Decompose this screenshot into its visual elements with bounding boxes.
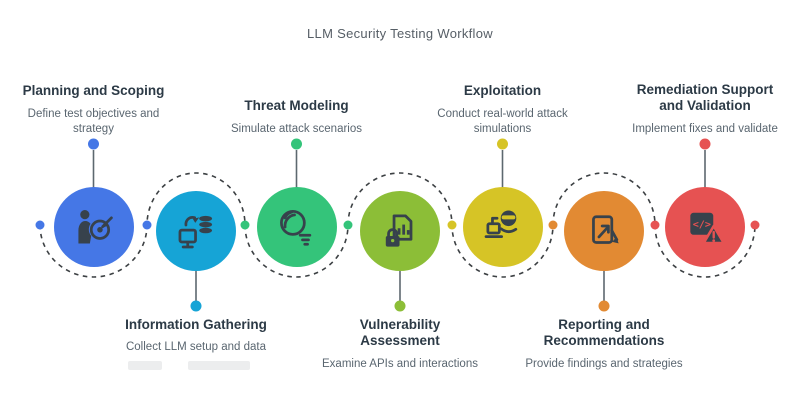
step-circle: </> [665,187,745,267]
step-description: Define test objectives and strategy [27,107,160,135]
person-target-icon [77,210,113,244]
step-description: Provide findings and strategies [525,357,683,370]
code-warning-icon: </> [690,212,726,245]
hacker-laptop-icon [484,210,517,238]
step-circle [256,187,337,267]
diagram-title: LLM Security Testing Workflow [307,26,493,41]
faint-watermark [128,361,250,371]
step-title: Threat Modeling [244,98,349,114]
step-circle [156,191,236,271]
step-title: Reporting and Recommendations [543,317,665,349]
monitor-database-sync-icon [178,215,213,249]
step-title: Remediation Support and Validation [636,81,774,114]
step-label-block: Remediation Support and Validation Imple… [617,82,793,137]
svg-text:</>: </> [693,219,711,230]
step-label-block: Threat Modeling Simulate attack scenario… [209,98,385,137]
step-description: Simulate attack scenarios [230,122,363,135]
step-circle [53,187,134,267]
step-description: Conduct real-world attack simulations [437,107,568,135]
step-circle [564,191,644,271]
step-description: Collect LLM setup and data [125,341,266,354]
step-circle [462,187,543,267]
step-circle [360,191,440,271]
document-lock-chart-icon [385,214,413,247]
step-label-block: Exploitation Conduct real-world attack s… [415,83,591,137]
step-description: Implement fixes and validate [632,122,778,135]
step-title: Exploitation [463,83,542,99]
step-label-block: Reporting and Recommendations Provide fi… [516,317,692,372]
report-export-icon [592,215,619,244]
step-description: Examine APIs and interactions [322,357,478,370]
step-title: Information Gathering [125,317,267,332]
step-label-block: Information Gathering Collect LLM setup … [108,317,284,356]
step-title: Vulnerability Assessment [359,317,441,349]
step-label-block: Planning and Scoping Define test objecti… [6,83,182,137]
step-label-block: Vulnerability Assessment Examine APIs an… [312,317,488,372]
idea-bulb-icon [279,210,311,246]
step-title: Planning and Scoping [22,83,165,99]
